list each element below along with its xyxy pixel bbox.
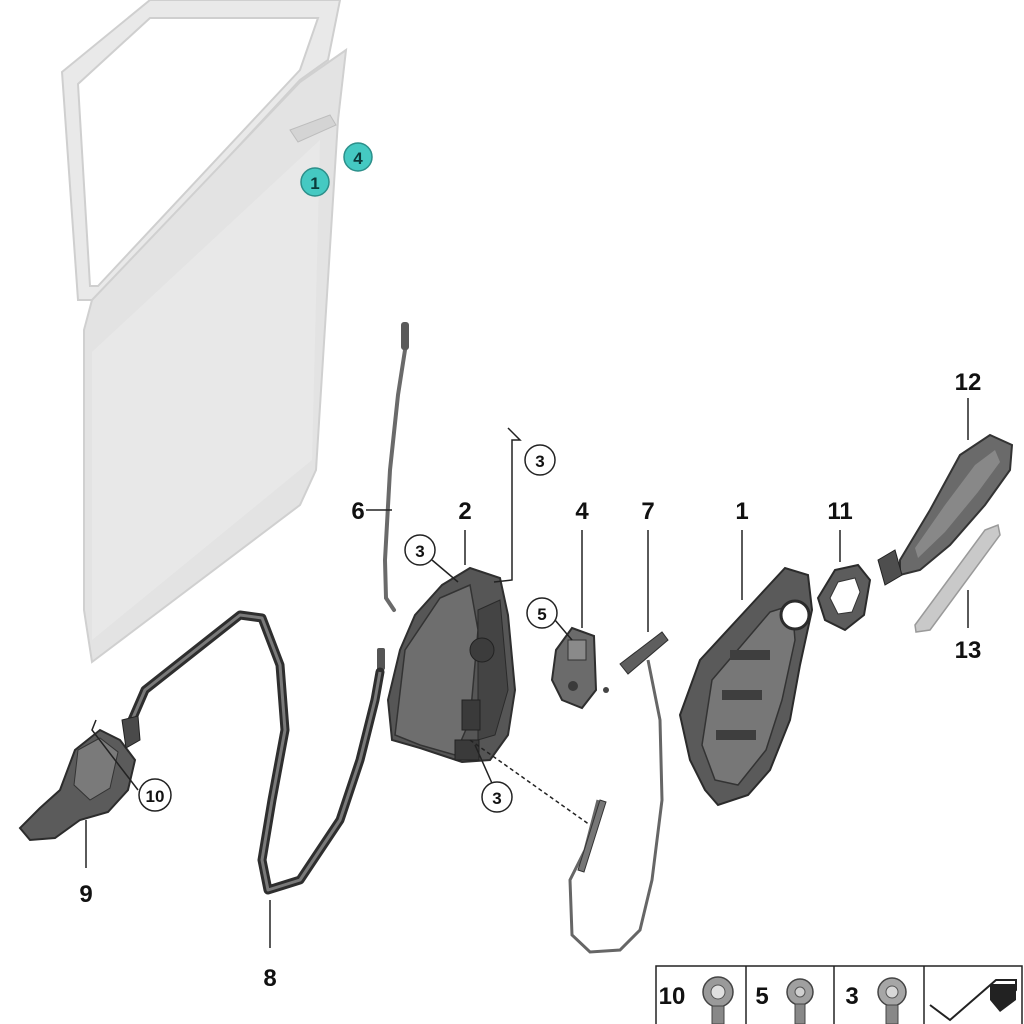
teal-callout-4: 4 — [343, 142, 373, 172]
svg-text:1: 1 — [310, 174, 319, 193]
svg-text:3: 3 — [415, 542, 424, 561]
part-7-cable — [568, 530, 669, 954]
svg-text:10: 10 — [659, 983, 686, 1010]
label-part-12: 12 — [955, 369, 982, 396]
legend-cell-mark-icon — [929, 979, 1017, 1022]
part-6-rod — [366, 322, 409, 612]
legend-cell-5: 5 — [755, 978, 814, 1024]
label-part-2: 2 — [458, 498, 471, 525]
svg-text:10: 10 — [146, 787, 165, 806]
svg-text:4: 4 — [353, 149, 363, 168]
part-number-labels: 12 6 2 4 7 1 11 13 9 8 — [79, 369, 981, 992]
callout-5: 5 — [526, 597, 558, 629]
legend-cell-10: 10 — [659, 976, 734, 1024]
svg-text:3: 3 — [535, 452, 544, 471]
legend-cell-3: 3 — [845, 977, 907, 1024]
part-11-gasket — [816, 530, 872, 632]
teal-callout-1: 1 — [300, 167, 330, 197]
svg-text:5: 5 — [537, 605, 546, 624]
callout-3-left: 3 — [404, 534, 436, 566]
svg-text:3: 3 — [845, 983, 858, 1010]
part-9-latch — [18, 715, 141, 868]
callout-3-bottom: 3 — [481, 781, 513, 813]
callout-10: 10 — [138, 778, 172, 812]
label-part-7: 7 — [641, 498, 654, 525]
label-part-13: 13 — [955, 637, 982, 664]
door-illustration — [60, 0, 348, 664]
part-8-cable — [127, 610, 385, 948]
svg-text:3: 3 — [492, 789, 501, 808]
label-part-11: 11 — [827, 498, 852, 525]
part-12-handle — [877, 398, 1014, 586]
part-2-lock-module — [377, 566, 517, 764]
callout-3-top: 3 — [524, 444, 556, 476]
part-13-trim — [914, 523, 1001, 633]
part-4-bracket — [550, 530, 598, 710]
svg-text:5: 5 — [755, 983, 768, 1010]
label-part-8: 8 — [263, 965, 276, 992]
door-window-frame — [60, 0, 342, 301]
label-part-1: 1 — [735, 498, 748, 525]
label-part-6: 6 — [351, 498, 364, 525]
leaders-lock — [431, 427, 591, 826]
door-lower-bevel — [92, 140, 320, 640]
door-handle-recess — [289, 114, 337, 143]
part-1-carrier — [678, 530, 814, 807]
label-part-4: 4 — [575, 498, 589, 525]
fastener-legend: 10 5 3 — [655, 965, 1023, 1024]
circle-callouts: 3 3 3 5 10 — [138, 444, 558, 813]
label-part-9: 9 — [79, 881, 92, 908]
